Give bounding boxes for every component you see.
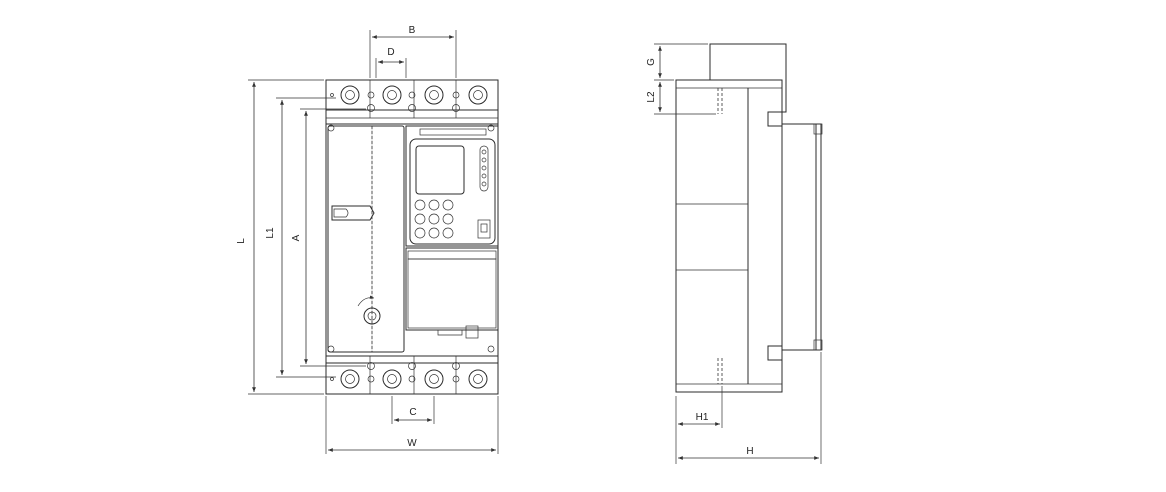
side-body [675, 79, 783, 393]
bottom-terminals [330, 362, 488, 389]
dim-label-H: H [746, 446, 753, 457]
side-dimensions: G L2 H1 H [646, 43, 822, 464]
dim-label-L: L [236, 238, 247, 244]
dim-label-L1: L1 [265, 227, 276, 239]
dim-label-C: C [409, 407, 416, 418]
keypad [414, 199, 454, 239]
top-terminal-band [325, 79, 499, 111]
top-terminals [330, 85, 488, 112]
mounting-screws [327, 124, 495, 353]
breaker-outline [325, 79, 499, 395]
dim-label-H1: H1 [696, 412, 709, 423]
front-dimensions: L L1 A B D C W [236, 25, 499, 454]
operating-handle [331, 205, 375, 221]
dim-label-L2: L2 [646, 91, 657, 103]
front-cover [781, 123, 817, 351]
dim-label-W: W [407, 438, 417, 449]
dim-label-D: D [387, 47, 394, 58]
accessory-compartment [405, 247, 499, 339]
dim-label-G: G [646, 58, 657, 66]
front-view [325, 79, 499, 395]
side-view [675, 43, 823, 393]
push-to-trip-knob [357, 295, 381, 325]
handle-panel [327, 125, 405, 353]
trip-unit [405, 125, 499, 247]
bottom-terminal-band [325, 362, 499, 395]
lcd-display [415, 145, 465, 195]
dim-label-B: B [409, 25, 416, 36]
dim-label-A: A [291, 234, 302, 241]
